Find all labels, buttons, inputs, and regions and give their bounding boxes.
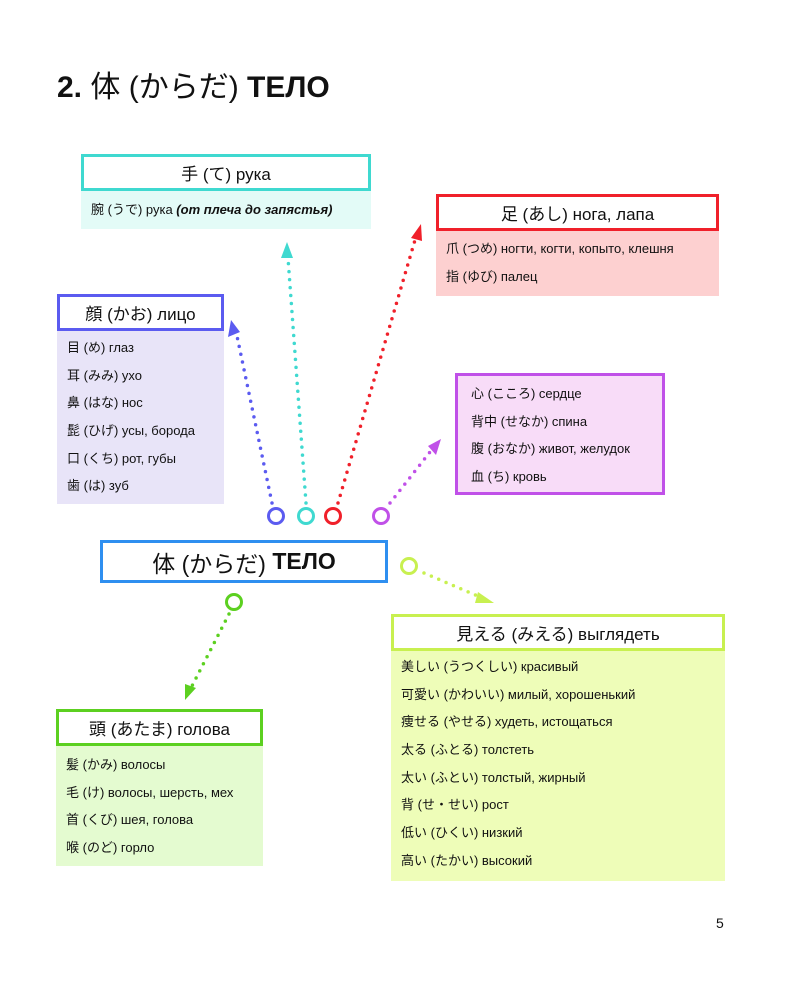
list-item: 喉 (のど) горло bbox=[66, 840, 155, 856]
list-item: 耳 (みみ) ухо bbox=[67, 367, 142, 383]
center-node: 体 (からだ) ТЕЛО bbox=[100, 540, 388, 583]
arrow-ashi bbox=[336, 238, 417, 505]
arrowhead-atama bbox=[185, 684, 196, 700]
mieru-list: 美しい (うつくしい) красивый 可愛い (かわいい) милый, х… bbox=[391, 651, 725, 881]
list-item: 口 (くち) рот, губы bbox=[67, 450, 176, 466]
te-list: 腕 (うで) рука (от плеча до запястья) bbox=[81, 191, 371, 229]
circle-kao bbox=[267, 507, 285, 525]
circle-ashi bbox=[324, 507, 342, 525]
section-number: 2. bbox=[57, 71, 83, 104]
center-ru: ТЕЛО bbox=[272, 548, 336, 574]
arrowhead-te bbox=[281, 242, 293, 258]
ashi-list: 爪 (つめ) ногти, когти, копыто, клешня 指 (ゆ… bbox=[436, 231, 719, 296]
list-item: 毛 (け) волосы, шерсть, мех bbox=[66, 784, 234, 800]
circle-atama bbox=[225, 593, 243, 611]
kao-list: 目 (め) глаз 耳 (みみ) ухо 鼻 (はな) нос 髭 (ひげ) … bbox=[57, 331, 224, 504]
arrow-kao bbox=[235, 334, 274, 505]
arrowhead-kao bbox=[228, 320, 240, 337]
list-item: 爪 (つめ) ногти, когти, копыто, клешня bbox=[446, 241, 674, 256]
item-text: 腕 (うで) рука bbox=[91, 202, 173, 217]
list-item: 背 (せ・せい) рост bbox=[401, 797, 509, 813]
arrowhead-kokoro bbox=[428, 439, 441, 455]
list-item: 高い (たかい) высокий bbox=[401, 852, 533, 868]
list-item: 心 (こころ) сердце bbox=[471, 386, 582, 401]
list-item: 目 (め) глаз bbox=[67, 340, 134, 355]
circle-te bbox=[297, 507, 315, 525]
circle-mieru bbox=[400, 557, 418, 575]
list-item: 腹 (おなか) живот, желудок bbox=[471, 441, 630, 457]
circle-kokoro bbox=[372, 507, 390, 525]
mieru-header: 見える (みえる) выглядеть bbox=[391, 614, 725, 651]
atama-header: 頭 (あたま) голова bbox=[56, 709, 263, 746]
ashi-header: 足 (あし) нога, лапа bbox=[436, 194, 719, 231]
page-title: 2. 体 (からだ) ТЕЛО bbox=[57, 62, 330, 106]
list-item: 低い (ひくい) низкий bbox=[401, 825, 523, 841]
list-item: 腕 (うで) рука (от плеча до запястья) bbox=[91, 196, 371, 224]
list-item: 髭 (ひげ) усы, борода bbox=[67, 423, 195, 439]
arrow-atama bbox=[190, 612, 231, 688]
list-item: 太る (ふとる) толстеть bbox=[401, 742, 535, 758]
page-number: 5 bbox=[716, 915, 724, 931]
kokoro-list: 心 (こころ) сердце 背中 (せなか) спина 腹 (おなか) жи… bbox=[455, 373, 665, 495]
arrow-kokoro bbox=[388, 450, 432, 505]
arrowhead-ashi bbox=[411, 224, 422, 241]
title-jp: 体 (からだ) bbox=[90, 71, 239, 104]
list-item: 髪 (かみ) волосы bbox=[66, 757, 166, 772]
item-note: (от плеча до запястья) bbox=[176, 202, 333, 217]
list-item: 背中 (せなか) спина bbox=[471, 413, 588, 429]
te-header: 手 (て) рука bbox=[81, 154, 371, 191]
list-item: 美しい (うつくしい) красивый bbox=[401, 659, 579, 674]
center-jp: 体 (からだ) bbox=[152, 550, 266, 577]
list-item: 指 (ゆび) палец bbox=[446, 268, 538, 284]
kao-header: 顔 (かお) лицо bbox=[57, 294, 224, 331]
list-item: 痩せる (やせる) худеть, истощаться bbox=[401, 714, 613, 730]
list-item: 首 (くび) шея, голова bbox=[66, 812, 194, 828]
list-item: 可愛い (かわいい) милый, хорошенький bbox=[401, 686, 636, 702]
arrowhead-mieru bbox=[475, 592, 494, 603]
list-item: 太い (ふとい) толстый, жирный bbox=[401, 769, 586, 785]
atama-list: 髪 (かみ) волосы 毛 (け) волосы, шерсть, мех … bbox=[56, 746, 263, 866]
title-ru: ТЕЛО bbox=[247, 71, 330, 104]
arrow-te bbox=[286, 256, 308, 505]
list-item: 血 (ち) кровь bbox=[471, 469, 547, 485]
arrow-mieru bbox=[422, 571, 482, 599]
list-item: 歯 (は) зуб bbox=[67, 478, 129, 494]
list-item: 鼻 (はな) нос bbox=[67, 395, 143, 411]
